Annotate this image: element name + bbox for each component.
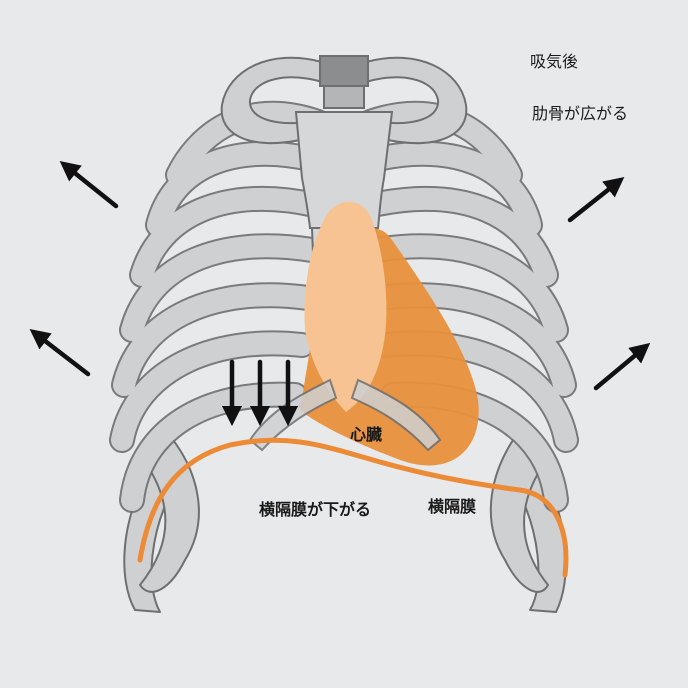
expansion-arrows [29, 160, 651, 391]
diaphragm-label: 横隔膜 [428, 497, 477, 516]
ribs-left-fill [111, 102, 329, 511]
diaphragm-down-label: 横隔膜が下がる [259, 500, 372, 519]
ribs-expand-label: 肋骨が広がる [532, 104, 629, 123]
lower-ribcage [123, 429, 567, 613]
diaphragm-line [137, 437, 569, 578]
arrow-up-left-icon [29, 329, 91, 377]
arrow-up-right-icon [567, 176, 625, 223]
arrow-up-right-icon [593, 342, 651, 391]
heart-label: 心臓 [350, 425, 383, 444]
diaphragm-arrows [221, 359, 299, 427]
diagram-title: 吸気後 [530, 52, 579, 71]
heart-highlight [304, 201, 387, 412]
arrow-up-left-icon [59, 160, 119, 209]
